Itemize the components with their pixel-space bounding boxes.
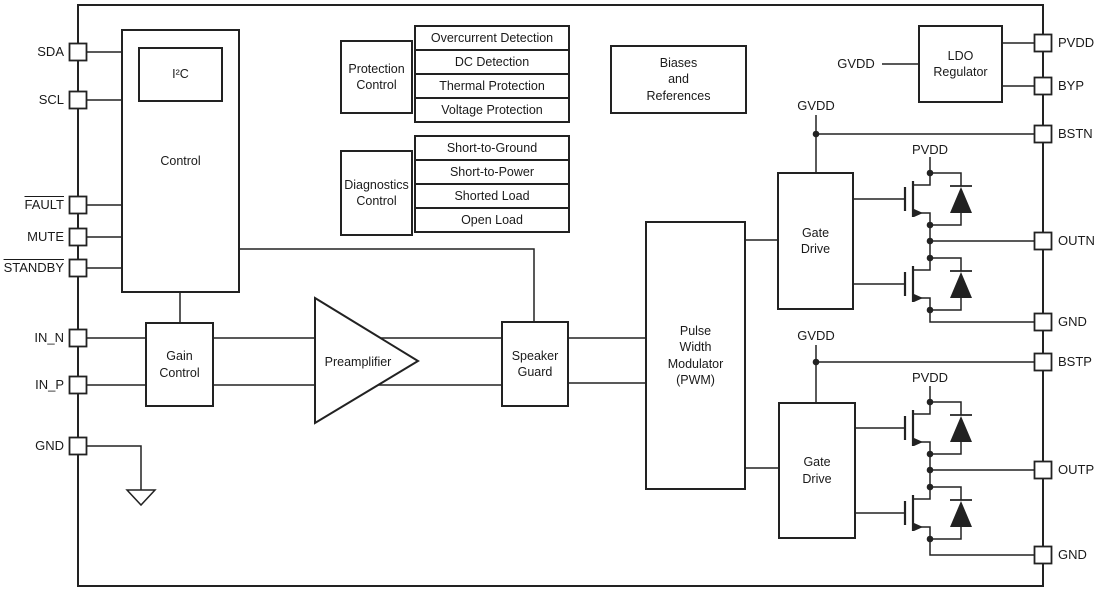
wire-control-to-speaker-guard [239, 248, 535, 322]
pin-label-outn: OUTN [1058, 233, 1095, 248]
preamplifier-label: Preamplifier [324, 355, 392, 369]
protection-rows: Overcurrent Detection DC Detection Therm… [414, 25, 570, 123]
pin-label-scl: SCL [38, 92, 64, 107]
pin-square-standby [68, 258, 88, 278]
left-pin-squares [68, 42, 88, 456]
pin-label-in-p: IN_P [35, 377, 64, 392]
pin-square-in-p [68, 375, 88, 395]
diagnostics-row: Short-to-Power [414, 159, 570, 185]
diagnostics-control-label: Diagnostics Control [344, 177, 409, 208]
gain-control-block: Gain Control [145, 322, 214, 407]
pwm-label: Pulse Width Modulator (PWM) [667, 324, 724, 387]
pin-square-byp [1033, 76, 1053, 96]
pin-square-gnd-n [1033, 312, 1053, 332]
i2c-label: I²C [172, 67, 189, 82]
net-label-gvdd-1: GVDD [797, 98, 835, 113]
ground-symbol-icon [125, 489, 157, 507]
pin-label-gnd-n: GND [1058, 314, 1087, 329]
pin-square-outp [1033, 460, 1053, 480]
protection-row: DC Detection [414, 49, 570, 75]
wire-bridge1-gnd [929, 310, 1035, 323]
diagnostics-control-block: Diagnostics Control [340, 150, 413, 236]
pin-square-scl [68, 90, 88, 110]
protection-row: Overcurrent Detection [414, 25, 570, 51]
pin-label-in-n: IN_N [34, 330, 64, 345]
gvdd-junction-dots [812, 130, 820, 366]
pin-square-in-n [68, 328, 88, 348]
speaker-guard-block: Speaker Guard [501, 321, 569, 407]
preamplifier-triangle [314, 296, 420, 425]
gate-drive-label: Gate Drive [800, 225, 831, 256]
pin-label-mute: MUTE [27, 229, 64, 244]
pin-label-gnd-p: GND [1058, 547, 1087, 562]
pin-label-bstn: BSTN [1058, 126, 1093, 141]
protection-control-block: Protection Control [340, 40, 413, 114]
pin-label-standby: STANDBY [3, 260, 64, 275]
right-pin-squares [1033, 33, 1053, 565]
diagnostics-row: Open Load [414, 207, 570, 233]
net-label-pvdd-2: PVDD [911, 370, 949, 385]
ldo-regulator-block: LDO Regulator [918, 25, 1003, 103]
pin-label-fault: FAULT [24, 197, 65, 212]
pin-square-pvdd [1033, 33, 1053, 53]
half-bridge-outn [853, 157, 972, 313]
pin-label-gnd-left: GND [35, 438, 64, 453]
protection-row: Thermal Protection [414, 73, 570, 99]
net-label-gvdd-ldo: GVDD [837, 56, 875, 71]
diagnostics-rows: Short-to-Ground Short-to-Power Shorted L… [414, 135, 570, 233]
wire-bridge2-gnd [929, 539, 1035, 556]
protection-row: Voltage Protection [414, 97, 570, 123]
half-bridge-outp [853, 386, 972, 542]
wire-gnd-to-ground [87, 445, 142, 490]
pin-square-bstp [1033, 352, 1053, 372]
ldo-regulator-label: LDO Regulator [933, 48, 988, 79]
pin-square-sda [68, 42, 88, 62]
net-label-pvdd-1: PVDD [911, 142, 949, 157]
pin-square-outn [1033, 231, 1053, 251]
pin-square-bstn [1033, 124, 1053, 144]
net-label-gvdd-2: GVDD [797, 328, 835, 343]
protection-control-label: Protection Control [348, 61, 405, 92]
control-label: Control [160, 153, 201, 168]
pin-label-byp: BYP [1058, 78, 1085, 93]
pin-label-bstp: BSTP [1058, 354, 1092, 369]
pin-square-gnd-left [68, 436, 88, 456]
gate-drive-block-1: Gate Drive [777, 172, 854, 310]
chip-outline [77, 4, 1044, 587]
i2c-block: I²C [138, 47, 223, 102]
gate-drive-label: Gate Drive [802, 455, 832, 486]
pin-square-fault [68, 195, 88, 215]
pin-label-outp: OUTP [1058, 462, 1095, 477]
pin-square-mute [68, 227, 88, 247]
biases-references-block: Biases and References [610, 45, 747, 114]
pin-label-sda: SDA [37, 44, 64, 59]
pin-label-pvdd: PVDD [1058, 35, 1095, 50]
gain-control-label: Gain Control [159, 349, 200, 380]
diagnostics-row: Shorted Load [414, 183, 570, 209]
gate-drive-block-2: Gate Drive [778, 402, 856, 539]
pin-square-gnd-p [1033, 545, 1053, 565]
signal-wires [87, 42, 1035, 556]
biases-references-label: Biases and References [646, 56, 711, 103]
speaker-guard-label: Speaker Guard [511, 348, 559, 379]
diagnostics-row: Short-to-Ground [414, 135, 570, 161]
pwm-block: Pulse Width Modulator (PWM) [645, 221, 746, 490]
